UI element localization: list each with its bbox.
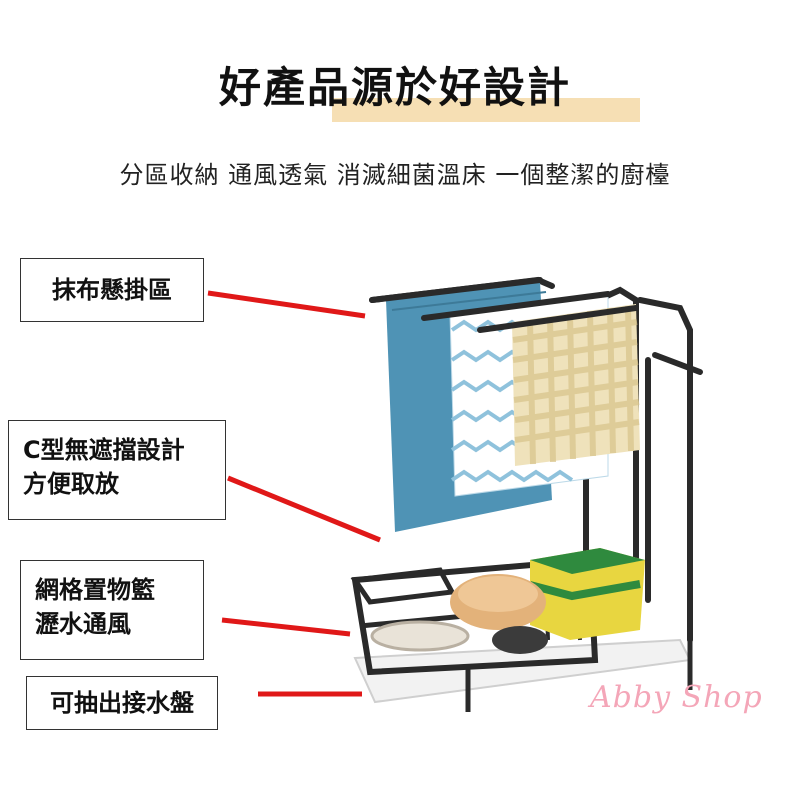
title-area: 好產品源於好設計	[0, 58, 790, 122]
soap-highlight	[458, 576, 538, 612]
feature-4-line-1: 可抽出接水盤	[50, 689, 194, 717]
title-highlight	[332, 98, 640, 122]
hanging-bars	[369, 277, 639, 333]
callout-line-3	[221, 617, 351, 637]
feature-mesh-basket: 網格置物籃 瀝水通風	[20, 560, 204, 660]
sponge	[528, 548, 645, 640]
callout-line-2	[227, 475, 381, 543]
feature-1-line-1: 抹布懸掛區	[52, 276, 172, 304]
feature-c-shape-design: C型無遮擋設計 方便取放	[8, 420, 226, 520]
feature-towel-hanging: 抹布懸掛區	[20, 258, 204, 322]
feature-2-line-1: C型無遮擋設計	[23, 436, 185, 464]
callout-line-1	[207, 290, 366, 319]
feature-3-line-1: 網格置物籃	[35, 576, 155, 604]
feature-3-line-2: 瀝水通風	[35, 610, 131, 638]
feature-drip-tray: 可抽出接水盤	[26, 676, 218, 730]
subtitle: 分區收納 通風透氣 消滅細菌溫床 一個整潔的廚檯	[119, 161, 671, 189]
page-title: 好產品源於好設計	[218, 63, 571, 112]
brand-watermark: Abby Shop	[590, 680, 763, 715]
towel-check	[512, 304, 640, 466]
feature-2-line-2: 方便取放	[23, 470, 119, 498]
scrub-brush	[492, 626, 548, 654]
scouring-pad	[370, 620, 470, 652]
rack-legs	[465, 640, 693, 712]
